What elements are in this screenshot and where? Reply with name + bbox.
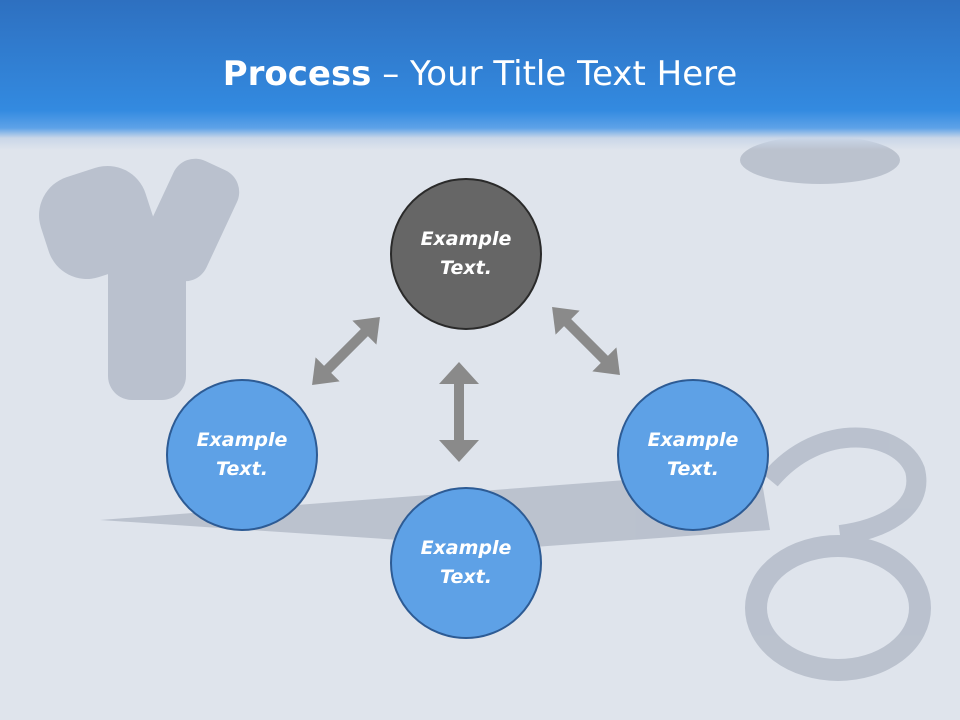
spool-shape: [140, 158, 240, 282]
double-arrow-right: [552, 307, 620, 375]
process-node-right: Example Text.: [617, 379, 769, 531]
process-node-left: Example Text.: [166, 379, 318, 531]
scissors-handle: [762, 427, 927, 545]
double-arrow-vertical: [439, 362, 479, 462]
spool-shape: [108, 240, 186, 400]
title-bold: Process: [222, 54, 372, 94]
scissors-handle: [745, 535, 931, 681]
title-bar: [0, 0, 960, 150]
process-node-bottom: Example Text.: [390, 487, 542, 639]
slide-title: Process – Your Title Text Here: [0, 50, 960, 98]
node-label: Example Text.: [420, 537, 512, 588]
title-rest: – Your Title Text Here: [371, 54, 738, 94]
node-label: Example Text.: [196, 429, 288, 480]
node-label: Example Text.: [647, 429, 739, 480]
node-label: Example Text.: [420, 228, 512, 279]
double-arrow-left: [312, 317, 380, 385]
spool-shape: [39, 165, 156, 279]
process-node-top: Example Text.: [390, 178, 542, 330]
